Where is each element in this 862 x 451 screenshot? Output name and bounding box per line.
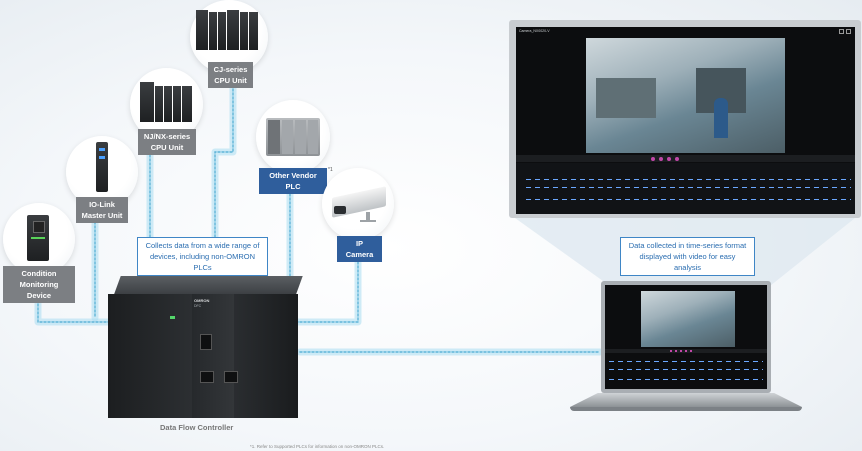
controller-model: DFC: [194, 304, 202, 308]
io-link-bubble: [66, 136, 138, 208]
laptop-keyboard: [570, 393, 802, 407]
io-link-tag: IO-Link Master Unit: [76, 197, 128, 223]
collects-data-callout: Collects data from a wide range of devic…: [137, 237, 268, 276]
laptop-camera-video: [641, 291, 735, 347]
waveform-2: [526, 187, 851, 188]
camera-video: [586, 38, 785, 153]
maximize-icon[interactable]: [839, 29, 844, 34]
other-vendor-tag: Other Vendor PLC: [259, 168, 327, 194]
waveform-3: [526, 199, 851, 200]
condition-monitoring-device-icon: [27, 215, 49, 261]
cj-series-cpu-icon: [196, 10, 260, 52]
controller-brand: OMRON: [194, 298, 210, 303]
timeline-panel: [516, 163, 855, 214]
laptop-screen: [605, 285, 767, 389]
waveform-1: [526, 179, 851, 180]
close-icon[interactable]: [846, 29, 851, 34]
time-series-callout: Data collected in time-series format dis…: [620, 237, 755, 276]
ip-camera-icon: [332, 186, 388, 222]
io-link-master-icon: [96, 142, 108, 192]
condition-monitoring-tag: Condition Monitoring Device: [3, 266, 75, 303]
nj-nx-bubble: [130, 68, 203, 141]
ip-camera-bubble: [322, 168, 394, 240]
other-vendor-plc-icon: [266, 118, 320, 156]
monitor: Camera_NX0020-V: [509, 20, 861, 218]
nj-nx-tag: NJ/NX-series CPU Unit: [138, 129, 196, 155]
monitor-screen: Camera_NX0020-V: [516, 27, 855, 214]
cj-series-bubble: [190, 0, 268, 74]
other-vendor-bubble: [256, 100, 330, 174]
cj-series-tag: CJ-series CPU Unit: [208, 62, 253, 88]
footnote: *1. Refer to Supported PLCs for informat…: [250, 444, 385, 449]
data-flow-controller-label: Data Flow Controller: [160, 423, 234, 432]
playback-markers: [651, 157, 691, 161]
ip-camera-tag: IP Camera: [337, 236, 382, 262]
other-vendor-note: *1: [328, 167, 333, 173]
condition-monitoring-bubble: [3, 203, 75, 275]
data-flow-controller-icon: OMRON DFC: [108, 276, 303, 420]
laptop: [570, 281, 802, 413]
monitor-window-title: Camera_NX0020-V: [519, 29, 550, 33]
playback-bar[interactable]: [516, 155, 855, 162]
nj-nx-cpu-icon: [140, 82, 192, 122]
